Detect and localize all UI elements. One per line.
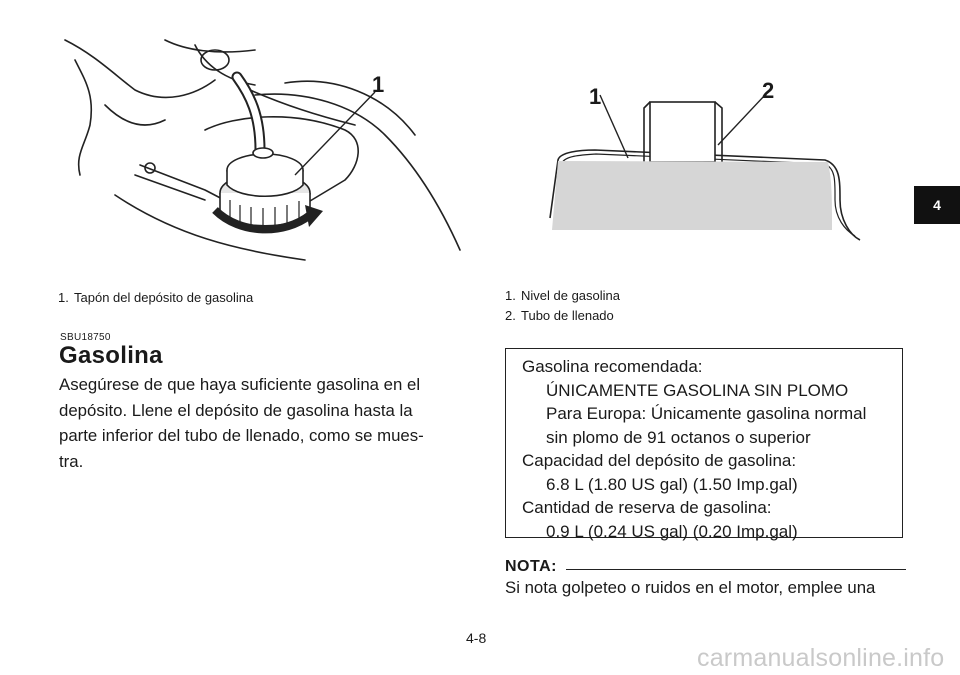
body-line: Asegúrese de que haya suficiente gasolin… <box>59 375 421 394</box>
caption-number: 2. <box>505 308 516 323</box>
spec-value: 0.9 L (0.24 US gal) (0.20 Imp.gal) <box>546 521 798 541</box>
fuel-cap-illustration <box>64 39 461 261</box>
note-label: NOTA: <box>505 558 557 575</box>
section-code: SBU18750 <box>60 332 111 343</box>
caption-number: 1. <box>505 288 516 303</box>
spec-label: Capacidad del depósito de gasolina: <box>522 451 797 470</box>
body-line: parte inferior del tubo de llenado, como… <box>59 426 424 445</box>
spec-value: 6.8 L (1.80 US gal) (1.50 Imp.gal) <box>546 474 798 494</box>
caption-text: Tapón del depósito de gasolina <box>74 290 254 305</box>
body-line: tra. <box>59 451 84 471</box>
right-figure-captions: 1. Nivel de gasolina 2. Tubo de llenado <box>505 286 620 326</box>
spec-label: Cantidad de reserva de gasolina: <box>522 498 772 517</box>
page-number: 4-8 <box>466 630 487 646</box>
watermark-text: carmanualsonline.info <box>697 644 945 672</box>
spec-value: sin plomo de 91 octanos o superior <box>546 427 811 447</box>
caption-text: Tubo de llenado <box>521 308 614 323</box>
note-text: Si nota golpeteo o ruidos en el motor, e… <box>505 578 876 597</box>
caption-line: 2. Tubo de llenado <box>505 306 620 326</box>
fuel-level-diagram <box>549 94 861 241</box>
spec-label: Gasolina recomendada: <box>522 357 703 376</box>
callout-1-right: 1 <box>589 84 602 109</box>
section-title: Gasolina <box>59 342 163 369</box>
caption-number: 1. <box>58 290 69 305</box>
chapter-tab: 4 <box>914 186 960 224</box>
section-body: Asegúrese de que haya suficiente gasolin… <box>59 372 460 474</box>
callout-1-left: 1 <box>372 72 385 97</box>
spec-value: ÚNICAMENTE GASOLINA SIN PLOMO <box>546 380 849 400</box>
callout-2-right: 2 <box>762 78 775 103</box>
spec-value: Para Europa: Únicamente gasolina normal <box>546 404 867 423</box>
chapter-tab-label: 4 <box>933 197 941 213</box>
caption-text: Nivel de gasolina <box>521 288 621 303</box>
body-line: depósito. Llene el depósito de gasolina … <box>59 400 413 420</box>
caption-line: 1. Nivel de gasolina <box>505 286 620 306</box>
note-rule <box>566 569 906 570</box>
fuel-spec-box: Gasolina recomendada: ÚNICAMENTE GASOLIN… <box>505 348 903 541</box>
left-figure-caption: 1. Tapón del depósito de gasolina <box>58 288 253 308</box>
